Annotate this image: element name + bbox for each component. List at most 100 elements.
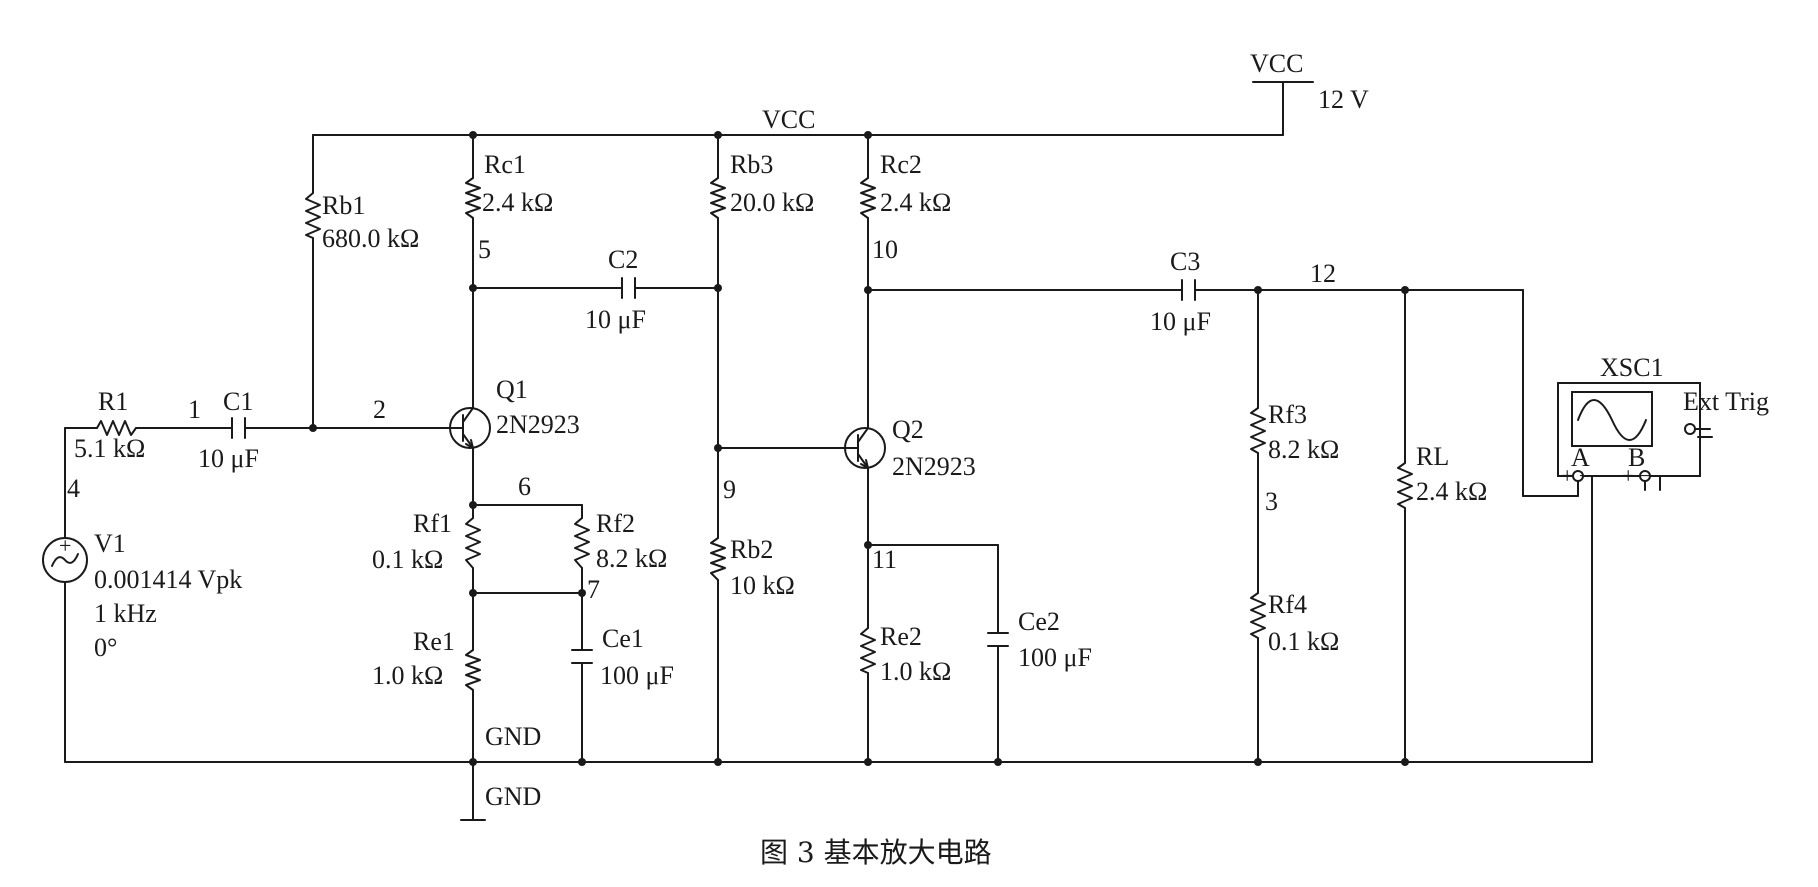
ext-trig-terminal-icon bbox=[1684, 423, 1696, 435]
resistor-symbol bbox=[465, 517, 481, 569]
resistor-rc1: Rc1 2.4 kΩ bbox=[465, 150, 553, 219]
sine-icon bbox=[51, 553, 79, 567]
node-label-9: 9 bbox=[723, 475, 736, 504]
rf2-ref: Rf2 bbox=[596, 509, 635, 538]
figure-caption: 图 3 基本放大电路 bbox=[760, 836, 992, 869]
resistor-symbol bbox=[1397, 462, 1413, 509]
vcc-supply-label: VCC bbox=[1250, 49, 1303, 78]
source-plus-sign: + bbox=[59, 533, 71, 558]
scope-channel-a-label: A bbox=[1571, 443, 1590, 472]
rb2-ref: Rb2 bbox=[730, 535, 773, 564]
node-label-3: 3 bbox=[1265, 487, 1278, 516]
scope-a-polarity: + − bbox=[1561, 463, 1591, 488]
resistor-symbol bbox=[305, 192, 321, 239]
scope-ref: XSC1 bbox=[1600, 353, 1664, 382]
c2-ref: C2 bbox=[608, 245, 638, 274]
resistor-symbol bbox=[710, 537, 726, 581]
emitter-arrow-icon bbox=[860, 459, 869, 469]
resistor-symbol bbox=[465, 649, 481, 691]
junction-dot bbox=[1401, 286, 1409, 294]
capacitor-c1: C1 10 μF bbox=[198, 387, 259, 473]
rc1-value: 2.4 kΩ bbox=[482, 188, 553, 217]
oscilloscope-xsc1: XSC1 Ext Trig A B + − + − bbox=[1557, 353, 1769, 488]
junction-dot bbox=[309, 424, 317, 432]
c2-value: 10 μF bbox=[585, 305, 646, 334]
rl-value: 2.4 kΩ bbox=[1416, 477, 1487, 506]
resistor-rf2: Rf2 8.2 kΩ bbox=[574, 509, 667, 573]
source-v1: + V1 0.001414 Vpk 1 kHz 0° bbox=[42, 529, 242, 662]
transistor-q1: Q1 2N2923 bbox=[449, 375, 580, 449]
r1-value: 5.1 kΩ bbox=[74, 434, 145, 463]
resistor-re2: Re2 1.0 kΩ bbox=[860, 622, 951, 686]
ce2-value: 100 μF bbox=[1018, 643, 1092, 672]
junction-dot bbox=[714, 284, 722, 292]
re2-value: 1.0 kΩ bbox=[880, 657, 951, 686]
scope-channel-b-label: B bbox=[1628, 443, 1645, 472]
node-labels: 1 2 3 4 5 6 7 9 10 11 12 bbox=[67, 235, 1336, 604]
ground-label-upper: GND bbox=[485, 722, 541, 751]
resistor-rb2: Rb2 10 kΩ bbox=[710, 535, 795, 600]
node-label-6: 6 bbox=[518, 472, 531, 501]
scope-screen bbox=[1571, 391, 1653, 447]
junction-dot bbox=[864, 541, 872, 549]
node-label-4: 4 bbox=[67, 474, 80, 503]
resistor-rf3: Rf3 8.2 kΩ bbox=[1250, 400, 1339, 464]
capacitor-ce1: Ce1 100 μF bbox=[571, 624, 674, 690]
resistor-rc2: Rc2 2.4 kΩ bbox=[860, 150, 951, 219]
rc1-ref: Rc1 bbox=[484, 150, 526, 179]
vcc-supply-voltage: 12 V bbox=[1318, 85, 1369, 114]
junction-dot bbox=[864, 286, 872, 294]
transistor-q2: Q2 2N2923 bbox=[844, 415, 976, 481]
q1-collector-lead bbox=[462, 407, 474, 423]
v1-ref: V1 bbox=[94, 529, 126, 558]
q1-emitter-lead bbox=[462, 433, 474, 449]
resistor-rb1: Rb1 680.0 kΩ bbox=[305, 191, 419, 253]
resistor-rl: RL 2.4 kΩ bbox=[1397, 442, 1487, 509]
junction-dot bbox=[469, 758, 477, 766]
junction-dot bbox=[578, 589, 586, 597]
junction-dot bbox=[1254, 286, 1262, 294]
rf3-ref: Rf3 bbox=[1268, 400, 1307, 429]
ce2-ref: Ce2 bbox=[1018, 607, 1060, 636]
q1-ref: Q1 bbox=[496, 375, 528, 404]
capacitor-ce2: Ce2 100 μF bbox=[987, 607, 1092, 672]
rf3-value: 8.2 kΩ bbox=[1268, 435, 1339, 464]
channel-a-terminal-icon bbox=[1572, 470, 1584, 482]
c1-ref: C1 bbox=[223, 387, 253, 416]
junction-dot bbox=[469, 131, 477, 139]
rf4-ref: Rf4 bbox=[1268, 590, 1307, 619]
c3-ref: C3 bbox=[1170, 247, 1200, 276]
c1-value: 10 μF bbox=[198, 444, 259, 473]
rf2-value: 8.2 kΩ bbox=[596, 544, 667, 573]
emitter-arrow-icon bbox=[465, 439, 474, 449]
node-label-11: 11 bbox=[872, 545, 897, 574]
resistor-symbol bbox=[96, 420, 137, 436]
rc2-ref: Rc2 bbox=[880, 150, 922, 179]
rf1-ref: Rf1 bbox=[413, 509, 452, 538]
node-label-10: 10 bbox=[872, 235, 898, 264]
rf4-value: 0.1 kΩ bbox=[1268, 627, 1339, 656]
channel-b-terminal-icon bbox=[1639, 470, 1651, 482]
junction-dot bbox=[714, 758, 722, 766]
ce1-ref: Ce1 bbox=[602, 624, 644, 653]
junction-dot bbox=[1254, 758, 1262, 766]
junction-dot bbox=[469, 589, 477, 597]
junction-dot bbox=[469, 284, 477, 292]
rc2-value: 2.4 kΩ bbox=[880, 188, 951, 217]
q2-model: 2N2923 bbox=[892, 452, 976, 481]
rb1-ref: Rb1 bbox=[322, 191, 365, 220]
ce1-value: 100 μF bbox=[600, 661, 674, 690]
capacitor-c2: C2 10 μF bbox=[585, 245, 646, 334]
scope-b-polarity: + − bbox=[1622, 463, 1652, 488]
resistor-symbol bbox=[1250, 407, 1266, 454]
v1-frequency: 1 kHz bbox=[94, 599, 157, 628]
c3-value: 10 μF bbox=[1150, 307, 1211, 336]
junction-dot bbox=[864, 758, 872, 766]
resistor-symbol bbox=[860, 177, 876, 219]
junction-dot bbox=[994, 758, 1002, 766]
resistor-symbol bbox=[1250, 592, 1266, 639]
r1-ref: R1 bbox=[98, 387, 128, 416]
junction-dot bbox=[578, 758, 586, 766]
node-label-2: 2 bbox=[373, 395, 386, 424]
